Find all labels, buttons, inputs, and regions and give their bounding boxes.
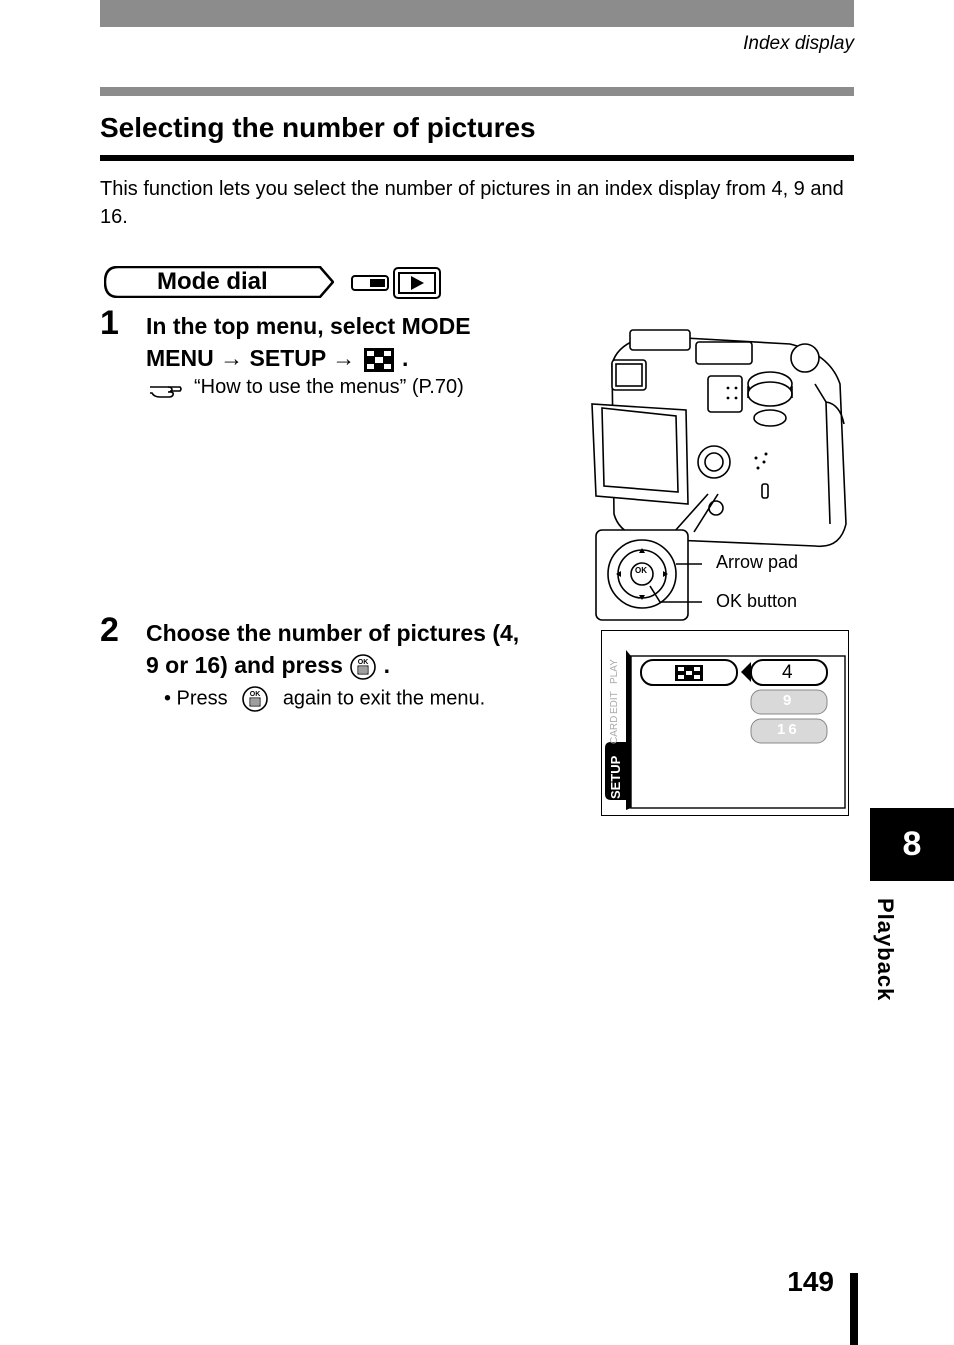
- menu-screen: 4 9 16 PLAY EDIT CARD SETUP: [601, 630, 849, 816]
- ok-button-label: OK button: [716, 591, 798, 611]
- playback-mode-icon: [351, 267, 441, 299]
- ok-label: OK: [635, 566, 647, 575]
- mode-dial-label: Mode dial: [157, 268, 268, 295]
- section-title: Selecting the number of pictures: [100, 112, 536, 143]
- step-2-line-2-text: 9 or 16) and press: [146, 652, 343, 678]
- camera-illustration: [591, 329, 847, 621]
- ok-button-icon: OK: [242, 686, 269, 712]
- step-1-number: 1: [100, 304, 119, 342]
- menu-path-mode-menu: MENU: [146, 345, 214, 371]
- tab-edit: EDIT: [609, 691, 620, 714]
- bullet-pre: • Press: [164, 687, 228, 710]
- arrow-2: →: [332, 345, 356, 371]
- step-1-line-1: In the top menu, select MODE: [146, 313, 471, 339]
- mode-dial-pill: [104, 266, 334, 298]
- option-9: 9: [783, 692, 792, 709]
- menu-path-setup: SETUP: [249, 345, 326, 371]
- section-rule: [100, 155, 854, 161]
- page-number: 149: [787, 1266, 834, 1297]
- arrow-1: →: [220, 345, 244, 371]
- bullet-post: again to exit the menu.: [282, 687, 486, 710]
- step-2-line-2: 9 or 16) and press OK .: [146, 649, 390, 681]
- step-1-line-2: MENU → SETUP → .: [146, 342, 408, 374]
- chapter-tab-label: Playback: [873, 898, 898, 1002]
- step-1-period: .: [401, 345, 409, 371]
- arrow-pad-label: Arrow pad: [716, 552, 799, 572]
- page-number-bar: [850, 1273, 858, 1345]
- svg-text:OK: OK: [358, 659, 369, 666]
- tab-setup: SETUP: [608, 755, 623, 799]
- section-bar: [100, 87, 854, 96]
- index-grid-icon: [363, 347, 394, 372]
- option-16: 16: [777, 721, 800, 738]
- svg-text:OK: OK: [250, 691, 261, 698]
- option-4: 4: [782, 662, 793, 683]
- step-2-line-1: Choose the number of pictures (4,: [146, 620, 520, 646]
- header-bar: [100, 0, 854, 27]
- reference-hand-icon: [150, 386, 182, 398]
- step-2-bullet: • Press OK again to exit the menu.: [164, 685, 485, 713]
- chapter-tab: 8: [870, 808, 954, 881]
- step-2-period: .: [383, 652, 391, 678]
- step-2-number: 2: [100, 611, 119, 649]
- step-1-reference: “How to use the menus” (P.70): [194, 376, 464, 398]
- intro-paragraph: This function lets you select the number…: [100, 178, 844, 228]
- ok-button-icon: OK: [350, 654, 377, 680]
- running-header: Index display: [743, 33, 854, 54]
- tab-play: PLAY: [609, 659, 620, 684]
- tab-card: CARD: [609, 715, 620, 744]
